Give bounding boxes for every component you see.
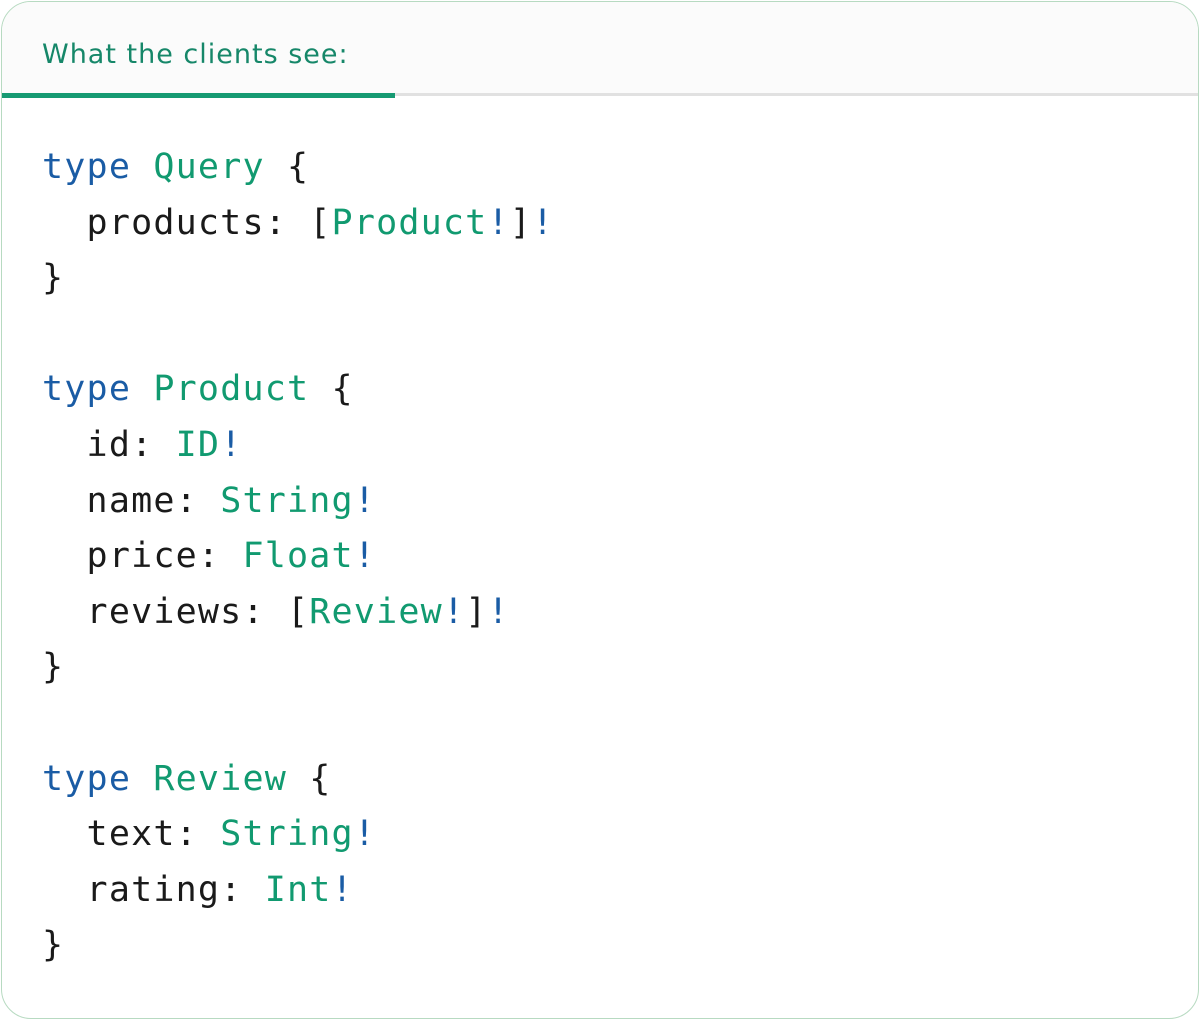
code-token-type: Float <box>242 536 354 577</box>
code-token-type: Int <box>264 869 332 910</box>
card-header: What the clients see: <box>2 2 1198 93</box>
tab-label: What the clients see: <box>42 39 349 70</box>
code-token-type: Review <box>153 758 288 799</box>
code-token-type: ID <box>175 424 221 465</box>
code-token-plain: price: <box>42 536 243 577</box>
code-token-keyword: ! <box>353 480 377 521</box>
code-token-keyword: ! <box>532 202 555 243</box>
code-token-plain: name: <box>42 480 221 521</box>
code-line: id: ID! <box>42 418 1198 474</box>
code-token-plain: { <box>287 758 332 799</box>
code-line: } <box>42 918 1198 974</box>
tab-what-clients-see[interactable]: What the clients see: <box>42 39 349 70</box>
code-block: type Query { products: [Product!]!} type… <box>2 98 1198 974</box>
code-token-keyword: ! <box>353 814 377 855</box>
divider-line <box>2 93 1198 96</box>
code-token-type: String <box>220 480 354 521</box>
header-divider <box>2 93 1198 98</box>
active-tab-indicator <box>2 93 395 98</box>
code-token-plain <box>131 369 153 409</box>
code-line: type Query { <box>42 140 1198 196</box>
code-token-type: String <box>220 814 354 855</box>
code-token-plain: } <box>42 647 65 688</box>
code-line: reviews: [Review!]! <box>42 585 1198 641</box>
code-token-plain: ] <box>509 202 533 243</box>
code-line: name: String! <box>42 474 1198 530</box>
code-token-plain <box>131 147 153 187</box>
code-token-keyword: ! <box>487 591 510 632</box>
code-line <box>42 307 1198 363</box>
code-token-plain: text: <box>42 814 221 855</box>
code-line: rating: Int! <box>42 863 1198 919</box>
code-token-type: Review <box>309 591 443 632</box>
code-line: type Product { <box>42 362 1198 418</box>
code-token-keyword: type <box>42 758 132 799</box>
code-line: price: Float! <box>42 529 1198 585</box>
code-line <box>42 696 1198 752</box>
code-token-plain: { <box>309 369 354 410</box>
code-token-plain: products: [ <box>42 202 332 243</box>
code-token-keyword: ! <box>220 424 243 465</box>
code-token-type: Query <box>153 147 265 187</box>
code-token-plain: rating: <box>42 869 265 910</box>
code-line: } <box>42 251 1198 307</box>
code-token-type: Product <box>153 369 310 410</box>
code-line: text: String! <box>42 807 1198 863</box>
code-token-keyword: type <box>42 369 132 410</box>
code-line: type Review { <box>42 752 1198 808</box>
code-line: products: [Product!]! <box>42 196 1198 252</box>
code-line: } <box>42 640 1198 696</box>
code-token-keyword: type <box>42 147 132 187</box>
code-token-plain <box>131 759 153 799</box>
code-token-plain: } <box>42 258 65 299</box>
code-token-plain: { <box>264 147 310 187</box>
code-token-plain: reviews: [ <box>42 591 310 632</box>
code-token-type: Product <box>331 202 488 243</box>
code-token-plain: id: <box>42 424 176 465</box>
code-token-plain: } <box>42 925 65 966</box>
code-token-keyword: ! <box>331 869 354 910</box>
code-token-plain: ] <box>465 591 488 632</box>
code-token-keyword: ! <box>353 536 377 577</box>
code-token-keyword: ! <box>442 591 466 632</box>
code-token-keyword: ! <box>487 202 510 243</box>
